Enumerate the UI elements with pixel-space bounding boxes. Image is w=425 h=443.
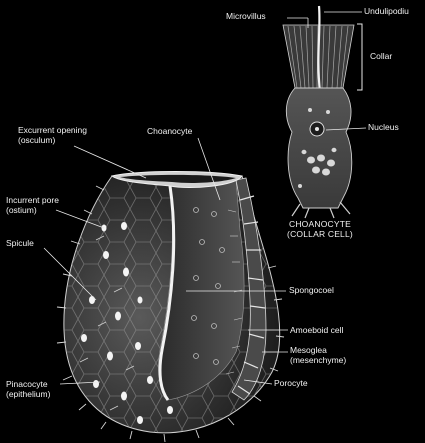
- label-pinacocyte: Pinacocyte (epithelium): [6, 380, 50, 399]
- label-choanocyte: Choanocyte: [147, 127, 192, 137]
- label-incurrent-pore: Incurrent pore (ostium): [6, 196, 59, 215]
- label-porocyte: Porocyte: [274, 379, 308, 389]
- label-excurrent-opening: Excurrent opening (osculum): [18, 126, 87, 145]
- label-mesoglea: Mesoglea (mesenchyme): [290, 346, 346, 365]
- choanocyte-caption-line1: CHOANOCYTE: [270, 219, 370, 229]
- choanocyte-caption-line2: (COLLAR CELL): [270, 229, 370, 239]
- sponge-body-drawing: [57, 170, 290, 442]
- choanocyte-cell-drawing: [283, 6, 366, 218]
- choanocyte-caption: CHOANOCYTE (COLLAR CELL): [270, 219, 370, 239]
- label-spongocoel: Spongocoel: [289, 286, 334, 296]
- label-undulipodium: Undulipodiu: [364, 7, 409, 17]
- label-collar: Collar: [370, 52, 392, 62]
- choanocyte-body: [286, 88, 351, 208]
- label-nucleus: Nucleus: [368, 123, 399, 133]
- label-spicule: Spicule: [6, 239, 34, 249]
- label-amoeboid-cell: Amoeboid cell: [290, 326, 343, 336]
- label-microvillus: Microvillus: [226, 12, 266, 22]
